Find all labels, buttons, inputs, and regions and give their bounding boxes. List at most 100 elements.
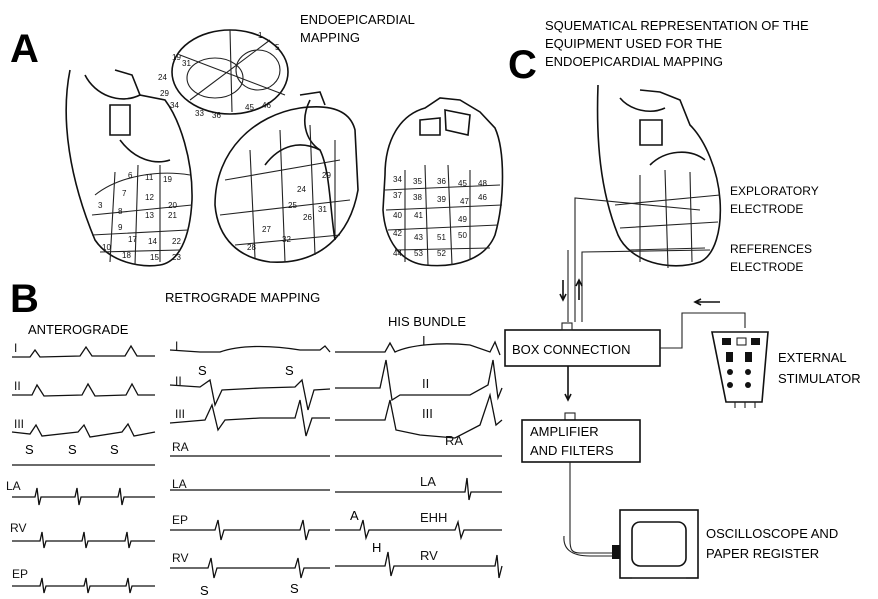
his-lead-label: EHH bbox=[420, 510, 447, 525]
retrograde-lead-label: EP bbox=[172, 513, 188, 527]
exploratory-wire bbox=[575, 198, 700, 322]
middle-segment-number: 29 bbox=[322, 171, 331, 180]
retrograde-title: RETROGRADE MAPPING bbox=[165, 290, 320, 305]
his-lead-label: III bbox=[422, 406, 433, 421]
right-segment-number: 50 bbox=[458, 231, 467, 240]
oscilloscope-device bbox=[612, 510, 698, 578]
middle-segment-number: 24 bbox=[297, 185, 306, 194]
his-lead-label: RV bbox=[420, 548, 438, 563]
panel-c-letter: C bbox=[508, 43, 537, 87]
left-segment-number: 14 bbox=[148, 237, 157, 246]
top-map-number: 5 bbox=[275, 43, 280, 52]
left-segment-number: 21 bbox=[168, 211, 177, 220]
retrograde-bottom-stimulus-label: S bbox=[290, 581, 299, 596]
anterograde-lead-label: EP bbox=[12, 567, 28, 581]
panel-c-title-line3: ENDOEPICARDIAL MAPPING bbox=[545, 54, 723, 69]
retrograde-lead-label: I bbox=[175, 339, 178, 353]
panel-a-title-line2: MAPPING bbox=[300, 30, 360, 45]
top-map-number: 29 bbox=[160, 89, 169, 98]
top-map-number: 36 bbox=[212, 111, 221, 120]
left-segment-number: 6 bbox=[128, 171, 133, 180]
anterograde-lead-label: I bbox=[14, 341, 17, 355]
left-segment-number: 13 bbox=[145, 211, 154, 220]
middle-segment-number: 32 bbox=[282, 235, 291, 244]
retrograde-lead-label: II bbox=[175, 374, 182, 388]
right-segment-number: 53 bbox=[414, 249, 423, 258]
panel-c: C SQUEMATICAL REPRESENTATION OF THE EQUI… bbox=[505, 18, 861, 578]
references-label-line1: REFERENCES bbox=[730, 242, 812, 256]
right-segment-number: 39 bbox=[437, 195, 446, 204]
retrograde-stimulus-label: S bbox=[198, 363, 207, 378]
left-segment-number: 20 bbox=[168, 201, 177, 210]
right-segment-number: 35 bbox=[413, 177, 422, 186]
middle-segment-number: 28 bbox=[247, 243, 256, 252]
his-lead-label: II bbox=[422, 376, 429, 391]
panel-c-title-line2: EQUIPMENT USED FOR THE bbox=[545, 36, 723, 51]
c-heart bbox=[598, 85, 721, 268]
oscilloscope-label-line2: PAPER REGISTER bbox=[706, 546, 819, 561]
his-marker-label: H bbox=[372, 540, 381, 555]
right-segment-number: 41 bbox=[414, 211, 423, 220]
top-map-number: 31 bbox=[182, 59, 191, 68]
panel-a-title-line1: ENDOEPICARDIAL bbox=[300, 12, 415, 27]
top-map-number: 19 bbox=[172, 53, 181, 62]
middle-segment-number: 27 bbox=[262, 225, 271, 234]
anterograde-stimulus-label: S bbox=[68, 442, 77, 457]
middle-segment-number: 25 bbox=[288, 201, 297, 210]
retrograde-bottom-stimulus-label: S bbox=[200, 583, 209, 598]
anterograde-stimulus-label: S bbox=[110, 442, 119, 457]
right-segment-number: 38 bbox=[413, 193, 422, 202]
left-segment-number: 17 bbox=[128, 235, 137, 244]
left-segment-number: 7 bbox=[122, 189, 127, 198]
retrograde-stimulus-label: S bbox=[285, 363, 294, 378]
exploratory-label-line1: EXPLORATORY bbox=[730, 184, 819, 198]
his-lead-label: I bbox=[422, 333, 426, 348]
panel-b: B RETROGRADE MAPPING HIS BUNDLE ANTEROGR… bbox=[6, 277, 502, 598]
middle-segment-number: 26 bbox=[303, 213, 312, 222]
top-map-number: 1 bbox=[258, 31, 263, 40]
right-segment-number: 52 bbox=[437, 249, 446, 258]
right-segment-number: 45 bbox=[458, 179, 467, 188]
top-map-number: 46 bbox=[262, 101, 271, 110]
right-segment-number: 42 bbox=[393, 229, 402, 238]
stimulator-label-line2: STIMULATOR bbox=[778, 371, 861, 386]
right-segment-number: 47 bbox=[460, 197, 469, 206]
panel-b-letter: B bbox=[10, 277, 39, 321]
left-segment-number: 19 bbox=[163, 175, 172, 184]
left-segment-number: 11 bbox=[145, 173, 154, 182]
left-segment-number: 23 bbox=[172, 253, 181, 262]
right-segment-number: 49 bbox=[458, 215, 467, 224]
left-segment-number: 15 bbox=[150, 253, 159, 262]
his-lead-label: LA bbox=[420, 474, 436, 489]
amplifier-label-line1: AMPLIFIER bbox=[530, 424, 599, 439]
right-segment-number: 40 bbox=[393, 211, 402, 220]
right-segment-number: 34 bbox=[393, 175, 402, 184]
retrograde-lead-label: RA bbox=[172, 440, 189, 454]
retrograde-lead-label: LA bbox=[172, 477, 187, 491]
exploratory-label-line2: ELECTRODE bbox=[730, 202, 803, 216]
left-segment-number: 3 bbox=[98, 201, 103, 210]
top-map-number: 45 bbox=[245, 103, 254, 112]
left-segment-number: 10 bbox=[102, 243, 111, 252]
right-segment-number: 36 bbox=[437, 177, 446, 186]
left-segment-number: 9 bbox=[118, 223, 123, 232]
left-segment-number: 12 bbox=[145, 193, 154, 202]
right-segment-number: 51 bbox=[437, 233, 446, 242]
top-map-number: 24 bbox=[158, 73, 167, 82]
right-segment-number: 48 bbox=[478, 179, 487, 188]
oscilloscope-label-line1: OSCILLOSCOPE AND bbox=[706, 526, 838, 541]
his-lead-label: RA bbox=[445, 433, 463, 448]
right-segment-number: 44 bbox=[393, 249, 402, 258]
his-marker-label: A bbox=[350, 508, 359, 523]
references-label-line2: ELECTRODE bbox=[730, 260, 803, 274]
